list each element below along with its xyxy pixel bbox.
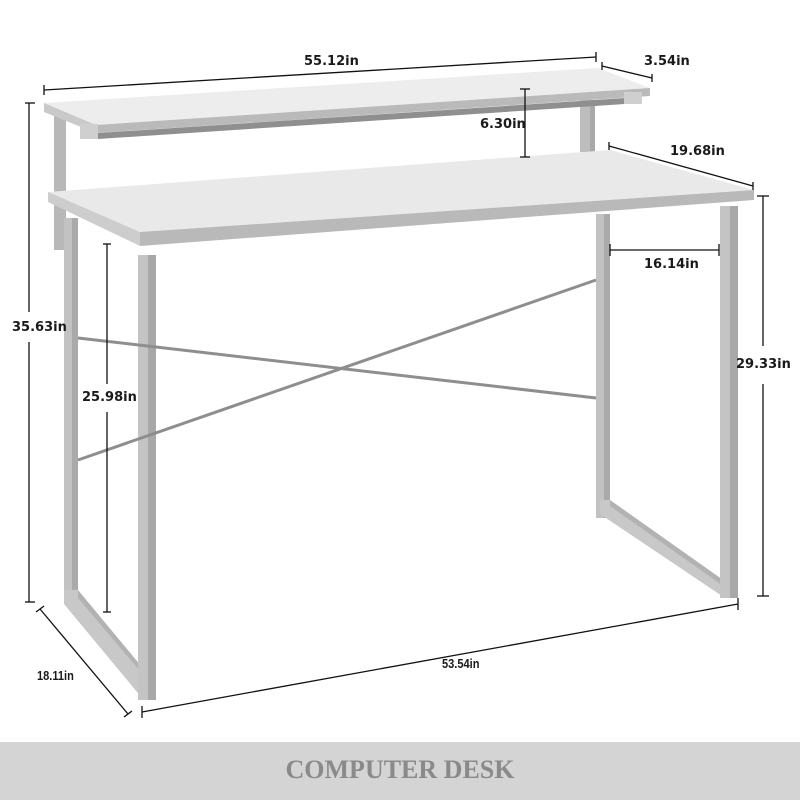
- dimension-lines: [25, 52, 769, 718]
- desktop: [48, 150, 754, 246]
- product-title: COMPUTER DESK: [285, 755, 515, 784]
- desk-width-label: 53.54in: [442, 656, 480, 671]
- footer-band: COMPUTER DESK: [0, 742, 800, 800]
- shelf-width-label: 55.12in: [304, 54, 359, 69]
- total-height-label: 35.63in: [12, 320, 67, 335]
- leg-clearance-label: 25.98in: [82, 390, 137, 405]
- base-depth-label: 18.11in: [37, 668, 74, 683]
- monitor-shelf: [44, 68, 650, 139]
- desk-frame: [54, 100, 738, 700]
- shelf-gap-label: 6.30in: [480, 117, 526, 132]
- desk-depth-label: 19.68in: [670, 144, 725, 159]
- desk-illustration: [25, 52, 769, 718]
- shelf-depth-label: 3.54in: [644, 54, 690, 69]
- leg-inner-depth-label: 16.14in: [644, 257, 699, 272]
- desk-height-label: 29.33in: [736, 357, 791, 372]
